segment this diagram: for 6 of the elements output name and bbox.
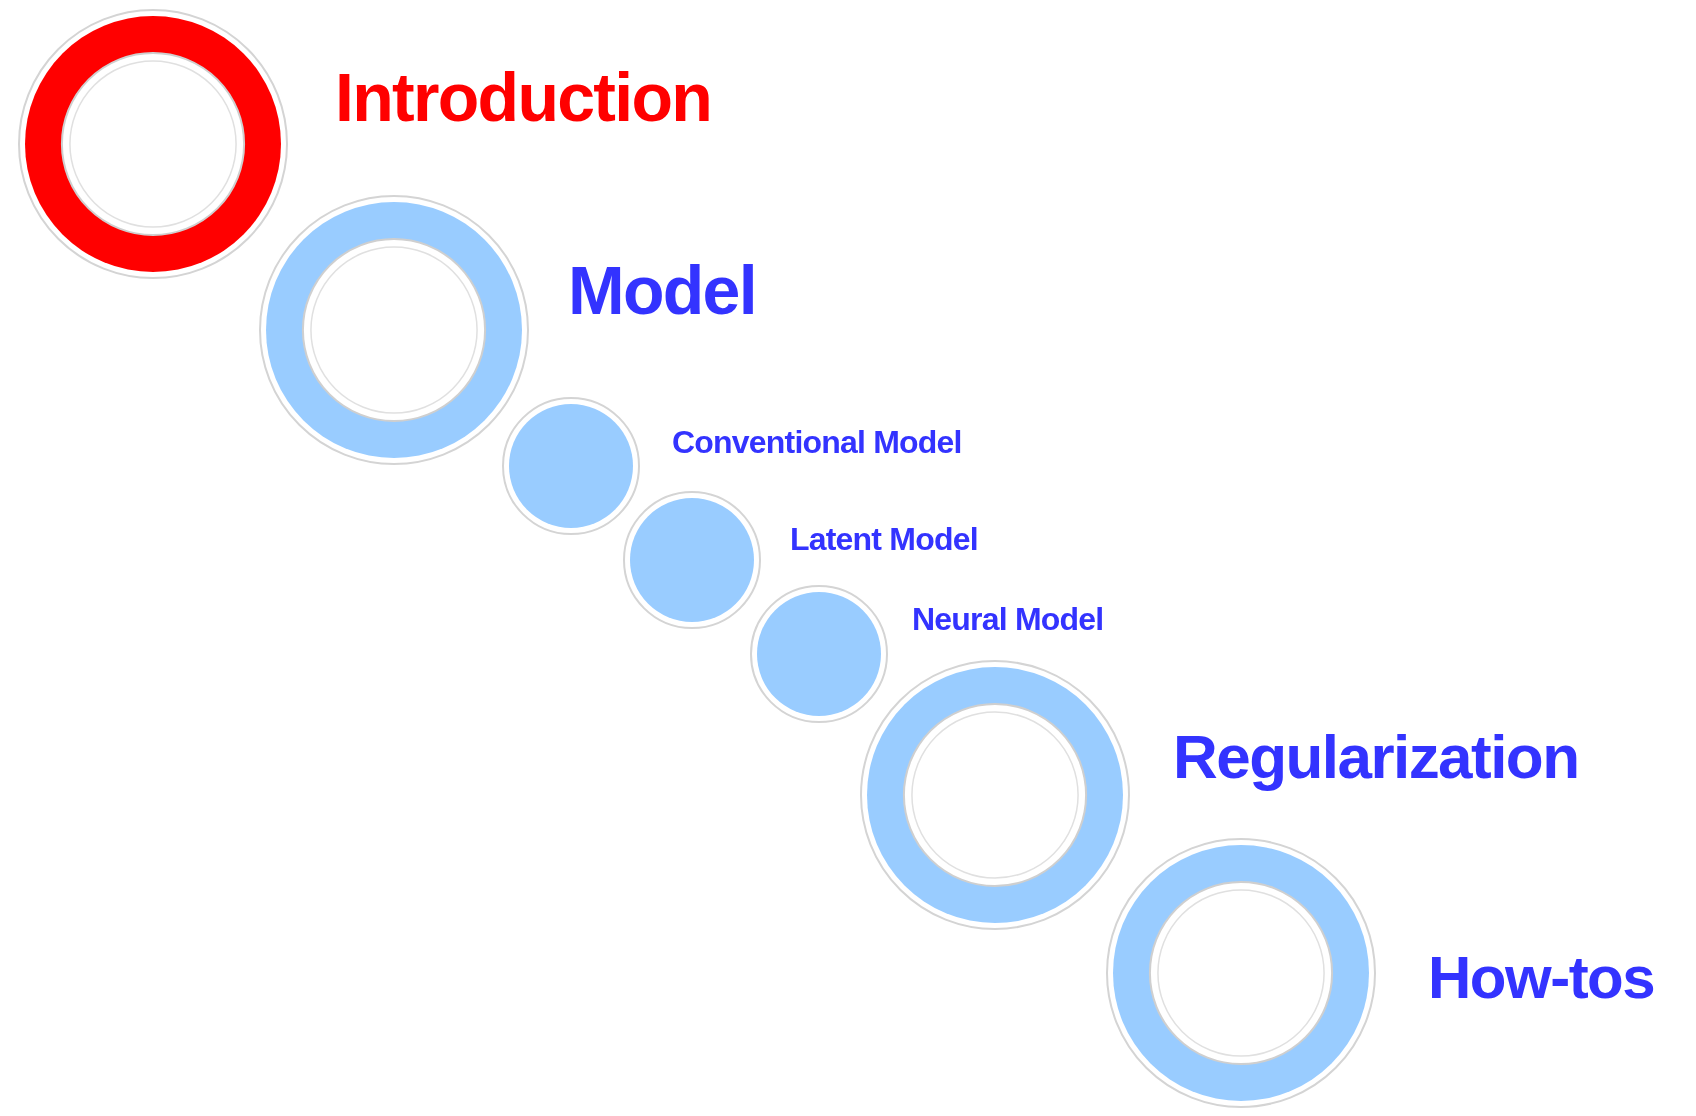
heading-text: Introduction bbox=[335, 63, 712, 131]
heading-text: Model bbox=[568, 256, 756, 324]
heading-text: Neural Model bbox=[912, 603, 1104, 635]
heading-text: How-tos bbox=[1428, 948, 1655, 1008]
heading-text: Conventional Model bbox=[672, 426, 962, 458]
heading-text: Latent Model bbox=[790, 523, 978, 555]
